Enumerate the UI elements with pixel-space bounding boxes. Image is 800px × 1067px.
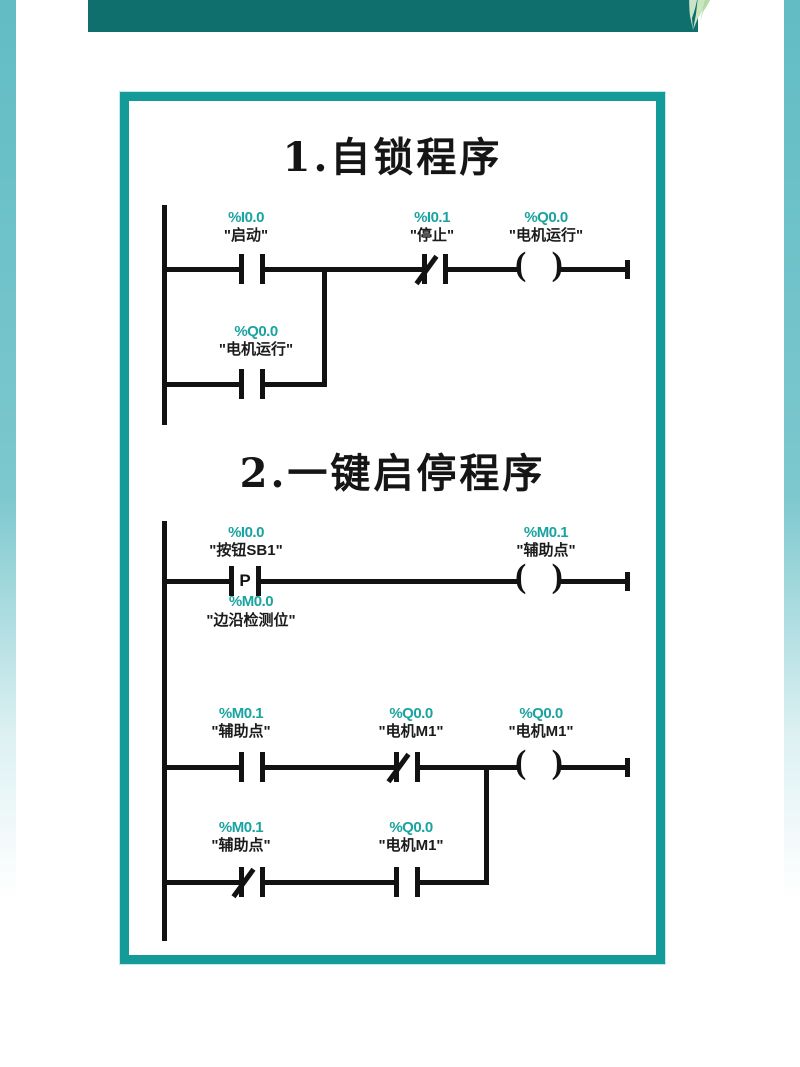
label-p2-aux-contact: %M0.1 "辅助点" — [181, 705, 301, 741]
p2-rung1-wire-c — [561, 579, 629, 584]
address-text: %I0.0 — [228, 209, 264, 226]
section-title-2: 2.一键启停程序 — [239, 450, 546, 497]
contact-bar-left — [394, 867, 399, 897]
p2-rung3-wire-a — [162, 880, 244, 885]
p2-rung1-endcap — [625, 572, 630, 591]
symbol-name-text: "按钮SB1" — [209, 542, 283, 559]
rung1-wire-d — [561, 267, 629, 272]
contact-bar-left — [239, 369, 244, 399]
top-banner — [88, 0, 698, 32]
coil-paren-right: ) — [551, 246, 563, 283]
contact-p2-button-p[interactable]: P — [229, 566, 261, 596]
address-text: %Q0.0 — [389, 705, 433, 722]
p2-rung1-wire-b — [258, 579, 517, 584]
coil-p1-motor-run[interactable]: ( ) — [515, 246, 563, 284]
coil-p2-aux-point[interactable]: ( ) — [515, 558, 563, 596]
label-p1-output-coil: %Q0.0 "电机运行" — [481, 209, 611, 245]
symbol-name-text: "电机M1" — [378, 837, 444, 854]
address-text: %M0.0 — [228, 593, 274, 610]
label-p1-start-contact: %I0.0 "启动" — [191, 209, 301, 245]
label-p2-motor-nc-contact: %Q0.0 "电机M1" — [351, 705, 471, 741]
label-p2-aux-coil: %M0.1 "辅助点" — [481, 524, 611, 560]
power-rail-left-1 — [162, 205, 167, 425]
p2-rung3-wire-c — [417, 880, 487, 885]
address-text: %Q0.0 — [234, 323, 278, 340]
address-text: %Q0.0 — [389, 819, 433, 836]
power-rail-left-2 — [162, 521, 167, 941]
ladder-sheet: 1.自锁程序 %I0.0 "启动" %I0.1 "停止" %Q0.0 "电机运行… — [129, 101, 656, 955]
coil-paren-right: ) — [551, 558, 563, 595]
label-p1-latch-contact: %Q0.0 "电机运行" — [191, 323, 321, 359]
symbol-name-text: "辅助点" — [211, 723, 271, 740]
coil-paren-left: ( — [515, 246, 527, 283]
coil-paren-left: ( — [515, 558, 527, 595]
p2-rung2-wire-a — [162, 765, 244, 770]
label-p2-button-contact: %I0.0 "按钮SB1" — [181, 524, 311, 560]
left-edge-strip — [0, 0, 16, 900]
symbol-name-text: "电机M1" — [378, 723, 444, 740]
p2-rung2-wire-b — [262, 765, 399, 770]
symbol-name-text: "边沿检测位" — [206, 612, 296, 629]
address-text: %Q0.0 — [524, 209, 568, 226]
address-text: %I0.0 — [228, 524, 264, 541]
symbol-name-text: "停止" — [409, 227, 455, 244]
contact-bar-left — [229, 566, 234, 596]
symbol-name-text: "辅助点" — [516, 542, 576, 559]
contact-bar-left — [239, 254, 244, 284]
branch-vertical-p1-right — [322, 267, 327, 387]
symbol-name-text: "电机M1" — [508, 723, 574, 740]
rung1-wire-a — [162, 267, 244, 272]
p-marker-text: P — [239, 571, 251, 590]
p2-rung1-wire-a — [162, 579, 234, 584]
rung1-wire-b — [262, 267, 427, 272]
branch-vertical-p2-right — [484, 765, 489, 885]
coil-p2-motor-m1[interactable]: ( ) — [515, 744, 563, 782]
address-text: %Q0.0 — [519, 705, 563, 722]
address-text: %M0.1 — [218, 819, 264, 836]
p2-rung2-wire-c — [417, 765, 517, 770]
p2-rung3-wire-b — [262, 880, 399, 885]
section-title-1: 1.自锁程序 — [282, 134, 503, 181]
label-p2-motor-coil: %Q0.0 "电机M1" — [481, 705, 601, 741]
p2-rung2-wire-d — [561, 765, 629, 770]
symbol-name-text: "启动" — [223, 227, 269, 244]
contact-bar-left — [239, 752, 244, 782]
ladder-frame: 1.自锁程序 %I0.0 "启动" %I0.1 "停止" %Q0.0 "电机运行… — [120, 92, 665, 964]
symbol-name-text: "电机运行" — [218, 341, 294, 358]
symbol-name-text: "辅助点" — [211, 837, 271, 854]
coil-paren-right: ) — [551, 744, 563, 781]
label-p1-stop-contact: %I0.1 "停止" — [377, 209, 487, 245]
rung1-wire-c — [445, 267, 517, 272]
address-text: %M0.1 — [523, 524, 569, 541]
right-edge-strip — [784, 0, 800, 900]
address-text: %I0.1 — [414, 209, 450, 226]
rung2-wire-b — [262, 382, 325, 387]
coil-paren-left: ( — [515, 744, 527, 781]
rung1-endcap — [625, 260, 630, 279]
label-p2-motor-no-contact: %Q0.0 "电机M1" — [351, 819, 471, 855]
address-text: %M0.1 — [218, 705, 264, 722]
p2-rung2-endcap — [625, 758, 630, 777]
rung2-wire-a — [162, 382, 244, 387]
symbol-name-text: "电机运行" — [508, 227, 584, 244]
label-p2-edge-memory: %M0.0 "边沿检测位" — [171, 593, 331, 630]
label-p2-aux-nc-contact: %M0.1 "辅助点" — [181, 819, 301, 855]
